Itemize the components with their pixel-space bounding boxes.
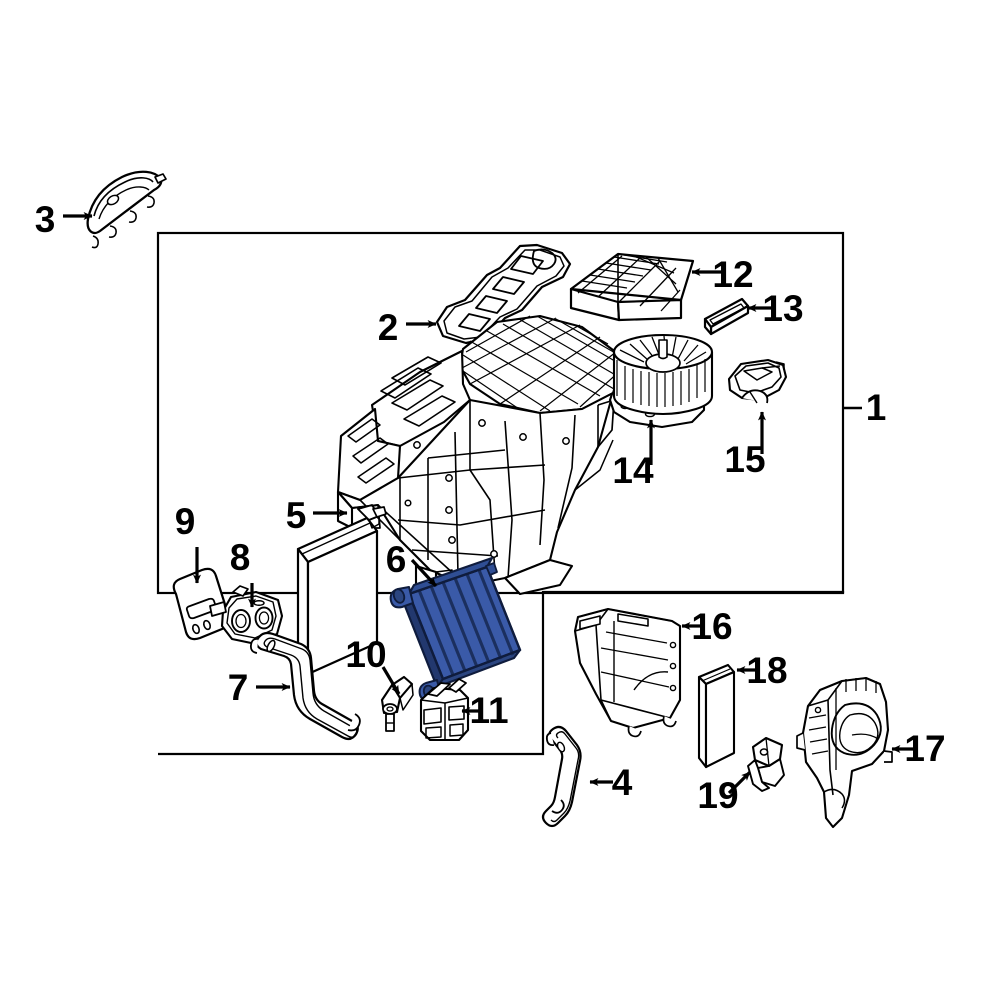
callout-label-11: 11 <box>469 690 508 731</box>
callout-label-14: 14 <box>612 450 654 491</box>
part-7-heater-hose <box>249 631 361 741</box>
callout-label-7: 7 <box>228 667 249 708</box>
group-box-16 <box>158 590 845 756</box>
part-17-side-air-outlet-duct <box>796 676 893 829</box>
part-18-duct-seal <box>697 663 736 769</box>
callout-label-3: 3 <box>35 199 56 240</box>
callout-label-1: 1 <box>866 387 887 428</box>
part-2-air-duct <box>435 243 572 345</box>
part-4-drain-hose <box>541 725 582 828</box>
part-14-blower-motor <box>608 333 714 429</box>
callout-label-17: 17 <box>904 728 945 769</box>
arrow-6 <box>410 558 438 588</box>
callout-label-6: 6 <box>386 539 407 580</box>
callout-label-18: 18 <box>746 650 787 691</box>
part-12-cabin-air-filter <box>569 252 695 322</box>
part-3-front-defroster-vent-grille <box>86 170 167 249</box>
callout-label-5: 5 <box>286 495 307 536</box>
arrow-19 <box>727 770 752 795</box>
group-box-1 <box>156 231 845 595</box>
callout-label-19: 19 <box>697 775 738 816</box>
part-19-duct-clip <box>747 736 785 792</box>
part-16-footwell-air-duct <box>573 607 682 738</box>
callout-label-15: 15 <box>724 439 765 480</box>
callout-label-8: 8 <box>230 537 251 578</box>
callout-label-2: 2 <box>378 307 399 348</box>
callout-arrows <box>63 212 917 795</box>
part-15-blower-motor-regulator <box>727 358 788 404</box>
callout-label-16: 16 <box>691 606 732 647</box>
callout-label-9: 9 <box>175 501 196 542</box>
callout-label-13: 13 <box>762 288 803 329</box>
part-5-evaporator-core <box>296 504 387 676</box>
callout-label-4: 4 <box>612 762 633 803</box>
callout-label-10: 10 <box>345 634 386 675</box>
arrow-10 <box>381 666 401 695</box>
callout-label-12: 12 <box>712 254 753 295</box>
part-8-expansion-valve <box>209 585 284 646</box>
part-6-heater-core-highlighted <box>389 556 522 702</box>
part-11-control-actuator <box>419 678 470 742</box>
